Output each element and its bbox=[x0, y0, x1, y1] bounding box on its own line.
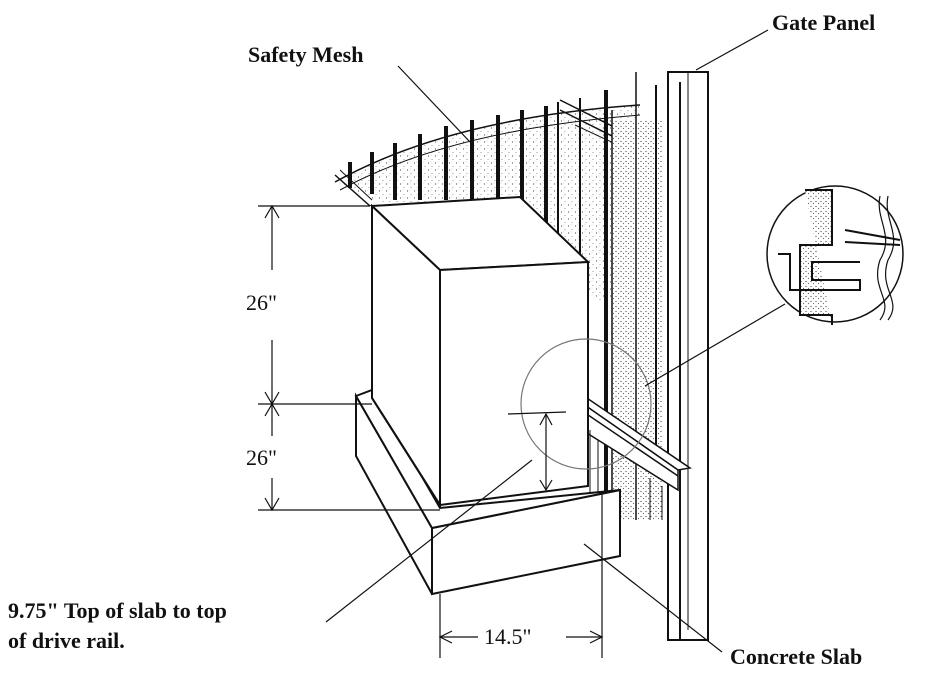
base-height-dimension: 26" bbox=[246, 445, 277, 470]
gate-panel bbox=[667, 71, 709, 641]
detail-highlight-circle bbox=[520, 338, 652, 470]
leader-lines bbox=[325, 29, 769, 653]
dimension-lines bbox=[258, 204, 604, 658]
slab-width-dimension: 14.5" bbox=[484, 624, 532, 649]
safety-mesh-label: Safety Mesh bbox=[248, 42, 364, 67]
rail-height-note-line1: 9.75" Top of slab to top bbox=[8, 598, 227, 623]
rail-height-note-line2: of drive rail. bbox=[8, 628, 125, 653]
concrete-slab bbox=[354, 388, 621, 596]
drive-rail bbox=[563, 390, 692, 520]
gate-operator-box bbox=[369, 195, 591, 509]
concrete-slab-label: Concrete Slab bbox=[730, 644, 863, 669]
operator-height-dimension: 26" bbox=[246, 290, 277, 315]
rail-detail-callout bbox=[644, 185, 904, 387]
gate-panel-label: Gate Panel bbox=[772, 10, 876, 35]
